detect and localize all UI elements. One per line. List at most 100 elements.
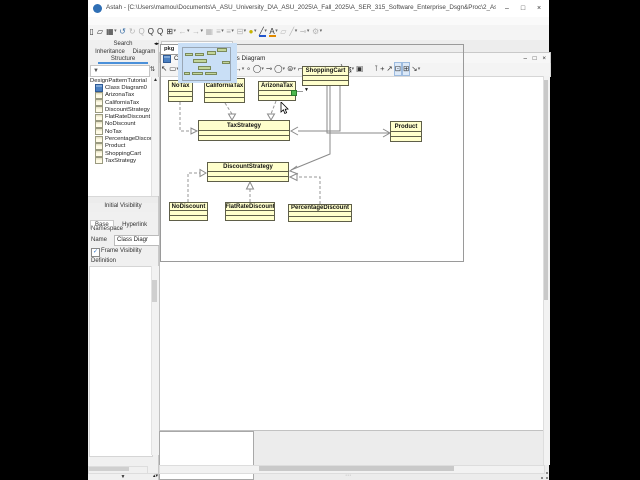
connector-realization-percentagediscount-discountstrategy[interactable] [297,176,321,204]
tree-item-notax[interactable]: NoTax [88,128,158,136]
tree-root[interactable]: DesignPatternTutorial [90,77,147,84]
save-icon[interactable]: ▦ [106,27,114,36]
settings-gear-icon-dropdown[interactable]: ▾ [319,28,323,34]
outline-view-icon[interactable]: ≡ [226,27,231,36]
redo-icon[interactable]: ↻ [128,27,136,36]
list-view-icon[interactable]: ≡ [216,27,221,36]
connector-realization-nodiscount-discountstrategy[interactable] [187,172,200,202]
frame-tool-icon[interactable]: ⊡ [393,62,403,76]
image-tool-icon[interactable]: ▣ [356,64,364,73]
font-color-icon-dropdown[interactable]: ▾ [275,28,278,34]
forward-icon[interactable]: → [191,27,200,36]
selection-arrow-icon[interactable]: ↖ [161,64,168,73]
tab-inheritance[interactable]: Inheritance [95,49,125,55]
sidebar-bottom-scroll-thumb[interactable] [89,467,129,471]
tab-nav-icons[interactable]: ▴▾ [153,473,159,479]
tree-item-flatratediscount[interactable]: FlatRateDiscount [88,113,158,121]
close-button[interactable]: × [536,5,542,12]
zoom-fit-icon[interactable]: ⊞ [166,27,173,36]
tree-item-arizonatax[interactable]: ArizonaTax [88,91,158,99]
association-tool-icon-dropdown[interactable]: ▾ [241,66,245,72]
undo-icon[interactable]: ↺ [119,27,126,36]
tree-item-class-diagram0[interactable]: Class Diagram0 [88,83,158,92]
save-icon-dropdown[interactable]: ▾ [114,28,117,34]
minimize-button[interactable]: – [505,5,509,12]
connector-realization-arizonatax-taxstrategy[interactable] [270,100,277,115]
zoom-in-icon[interactable]: Q [147,27,155,36]
connector-icon[interactable]: ⊸ [299,27,307,36]
zoom-out-icon[interactable]: Q [157,27,164,36]
crosshair-tool-icon[interactable]: + [380,64,385,73]
tree-item-product[interactable]: Product [88,142,158,150]
class-taxstrategy[interactable]: TaxStrategy [198,120,290,141]
line-color-icon[interactable]: ╱ [259,25,267,38]
tile-view-icon-dropdown[interactable]: ▾ [243,28,247,34]
resize-tool-icon[interactable]: ↘ [411,64,418,73]
state-tool-icon-dropdown[interactable]: ▾ [282,66,286,72]
line-color-icon-dropdown[interactable]: ▾ [264,28,267,34]
tree-item-nodiscount[interactable]: NoDiscount [88,120,158,128]
rotate-tool-icon[interactable]: ⊺ [374,64,379,73]
class-notax[interactable]: NoTax [168,80,193,102]
map-view-icon[interactable]: ▦ [205,27,214,36]
state-tool-icon[interactable]: ◯ [274,64,283,73]
tree-sort-button[interactable]: ⇅ [149,66,156,73]
tree-scrollbar[interactable]: ▲ [151,77,159,196]
tab-hyperlink[interactable]: Hyperlink [122,222,148,228]
grid-tool-icon[interactable]: ⊞ [402,62,411,76]
search-zoom-icon[interactable]: Q [138,27,145,36]
back-icon-dropdown[interactable]: ▾ [186,28,190,34]
stereotype-icon[interactable]: ▱ [280,27,287,36]
class-tool-icon[interactable]: ▭ [169,64,177,73]
back-icon[interactable]: ← [178,27,187,36]
definition-scroll-thumb[interactable] [152,280,157,302]
tab-structure[interactable]: Structure [98,56,148,64]
tree-filter-input[interactable]: ▼ [90,65,150,77]
inner-close-button[interactable]: × [542,55,546,62]
connector-realization-notax-taxstrategy[interactable] [179,102,191,132]
new-file-icon[interactable]: ▯ [89,27,94,36]
panel-collapse-icon[interactable]: ◂▸ [154,41,160,47]
settings-gear-icon[interactable]: ⚙ [311,27,320,36]
draw-line-icon-dropdown[interactable]: ▾ [294,28,298,34]
draw-line-icon[interactable]: ╱ [289,27,295,36]
class-product[interactable]: Product [390,121,422,142]
pointer-tool-icon[interactable]: ↗ [386,64,393,73]
name-input[interactable]: Class Diagr [114,235,160,246]
usecase-tool-icon-dropdown[interactable]: ▾ [261,66,264,72]
connector-icon-dropdown[interactable]: ▾ [306,28,310,34]
fill-color-icon[interactable]: ● [248,27,254,36]
open-folder-icon[interactable]: ▱ [96,27,104,36]
tree-item-taxstrategy[interactable]: TaxStrategy [88,157,158,165]
tree-item-discountstrategy[interactable]: DiscountStrategy [88,106,158,114]
connector-association-shoppingcart-discountstrategy[interactable] [290,86,331,171]
class-tool-icon-dropdown[interactable]: ▾ [176,66,179,72]
class-discountstrategy[interactable]: DiscountStrategy [207,162,289,182]
zoom-fit-icon-dropdown[interactable]: ▾ [173,28,176,34]
fill-color-icon-dropdown[interactable]: ▾ [254,28,257,34]
inner-minimize-button[interactable]: – [523,55,527,62]
font-color-icon[interactable]: A [269,27,277,37]
tab-diagram[interactable]: Diagram [132,49,156,55]
class-shoppingcart[interactable]: ShoppingCart [302,66,349,86]
canvas-hscroll-thumb[interactable] [259,466,454,471]
usecase-tool-icon[interactable]: ◯ [252,64,262,73]
definition-textarea[interactable] [89,266,153,457]
association-tool-icon[interactable]: → [234,64,242,73]
maximize-button[interactable]: □ [520,5,526,12]
connector-association-shoppingcart-taxstrategy[interactable] [298,86,341,132]
interface-tool-icon[interactable]: ⊸ [265,64,273,73]
canvas-vscroll-thumb[interactable] [544,80,548,300]
class-flatratediscount[interactable]: FlatRateDiscount [225,202,275,221]
sidebar-expand-button[interactable]: ▼ [88,473,158,480]
dependency-tool-icon[interactable]: ∘ [246,64,251,73]
class-nodiscount[interactable]: NoDiscount [169,202,208,221]
tree-item-shoppingcart[interactable]: ShoppingCart [88,150,158,158]
tab-search[interactable]: Search [113,41,133,47]
connector-association-shoppingcart-product[interactable] [326,86,389,134]
list-view-icon-dropdown[interactable]: ▾ [221,28,224,34]
inner-restore-button[interactable]: □ [532,55,537,62]
anchor-tool-icon[interactable]: ⌐ [297,64,303,73]
suggest-dropdown-icon[interactable]: ▼ [304,87,309,93]
